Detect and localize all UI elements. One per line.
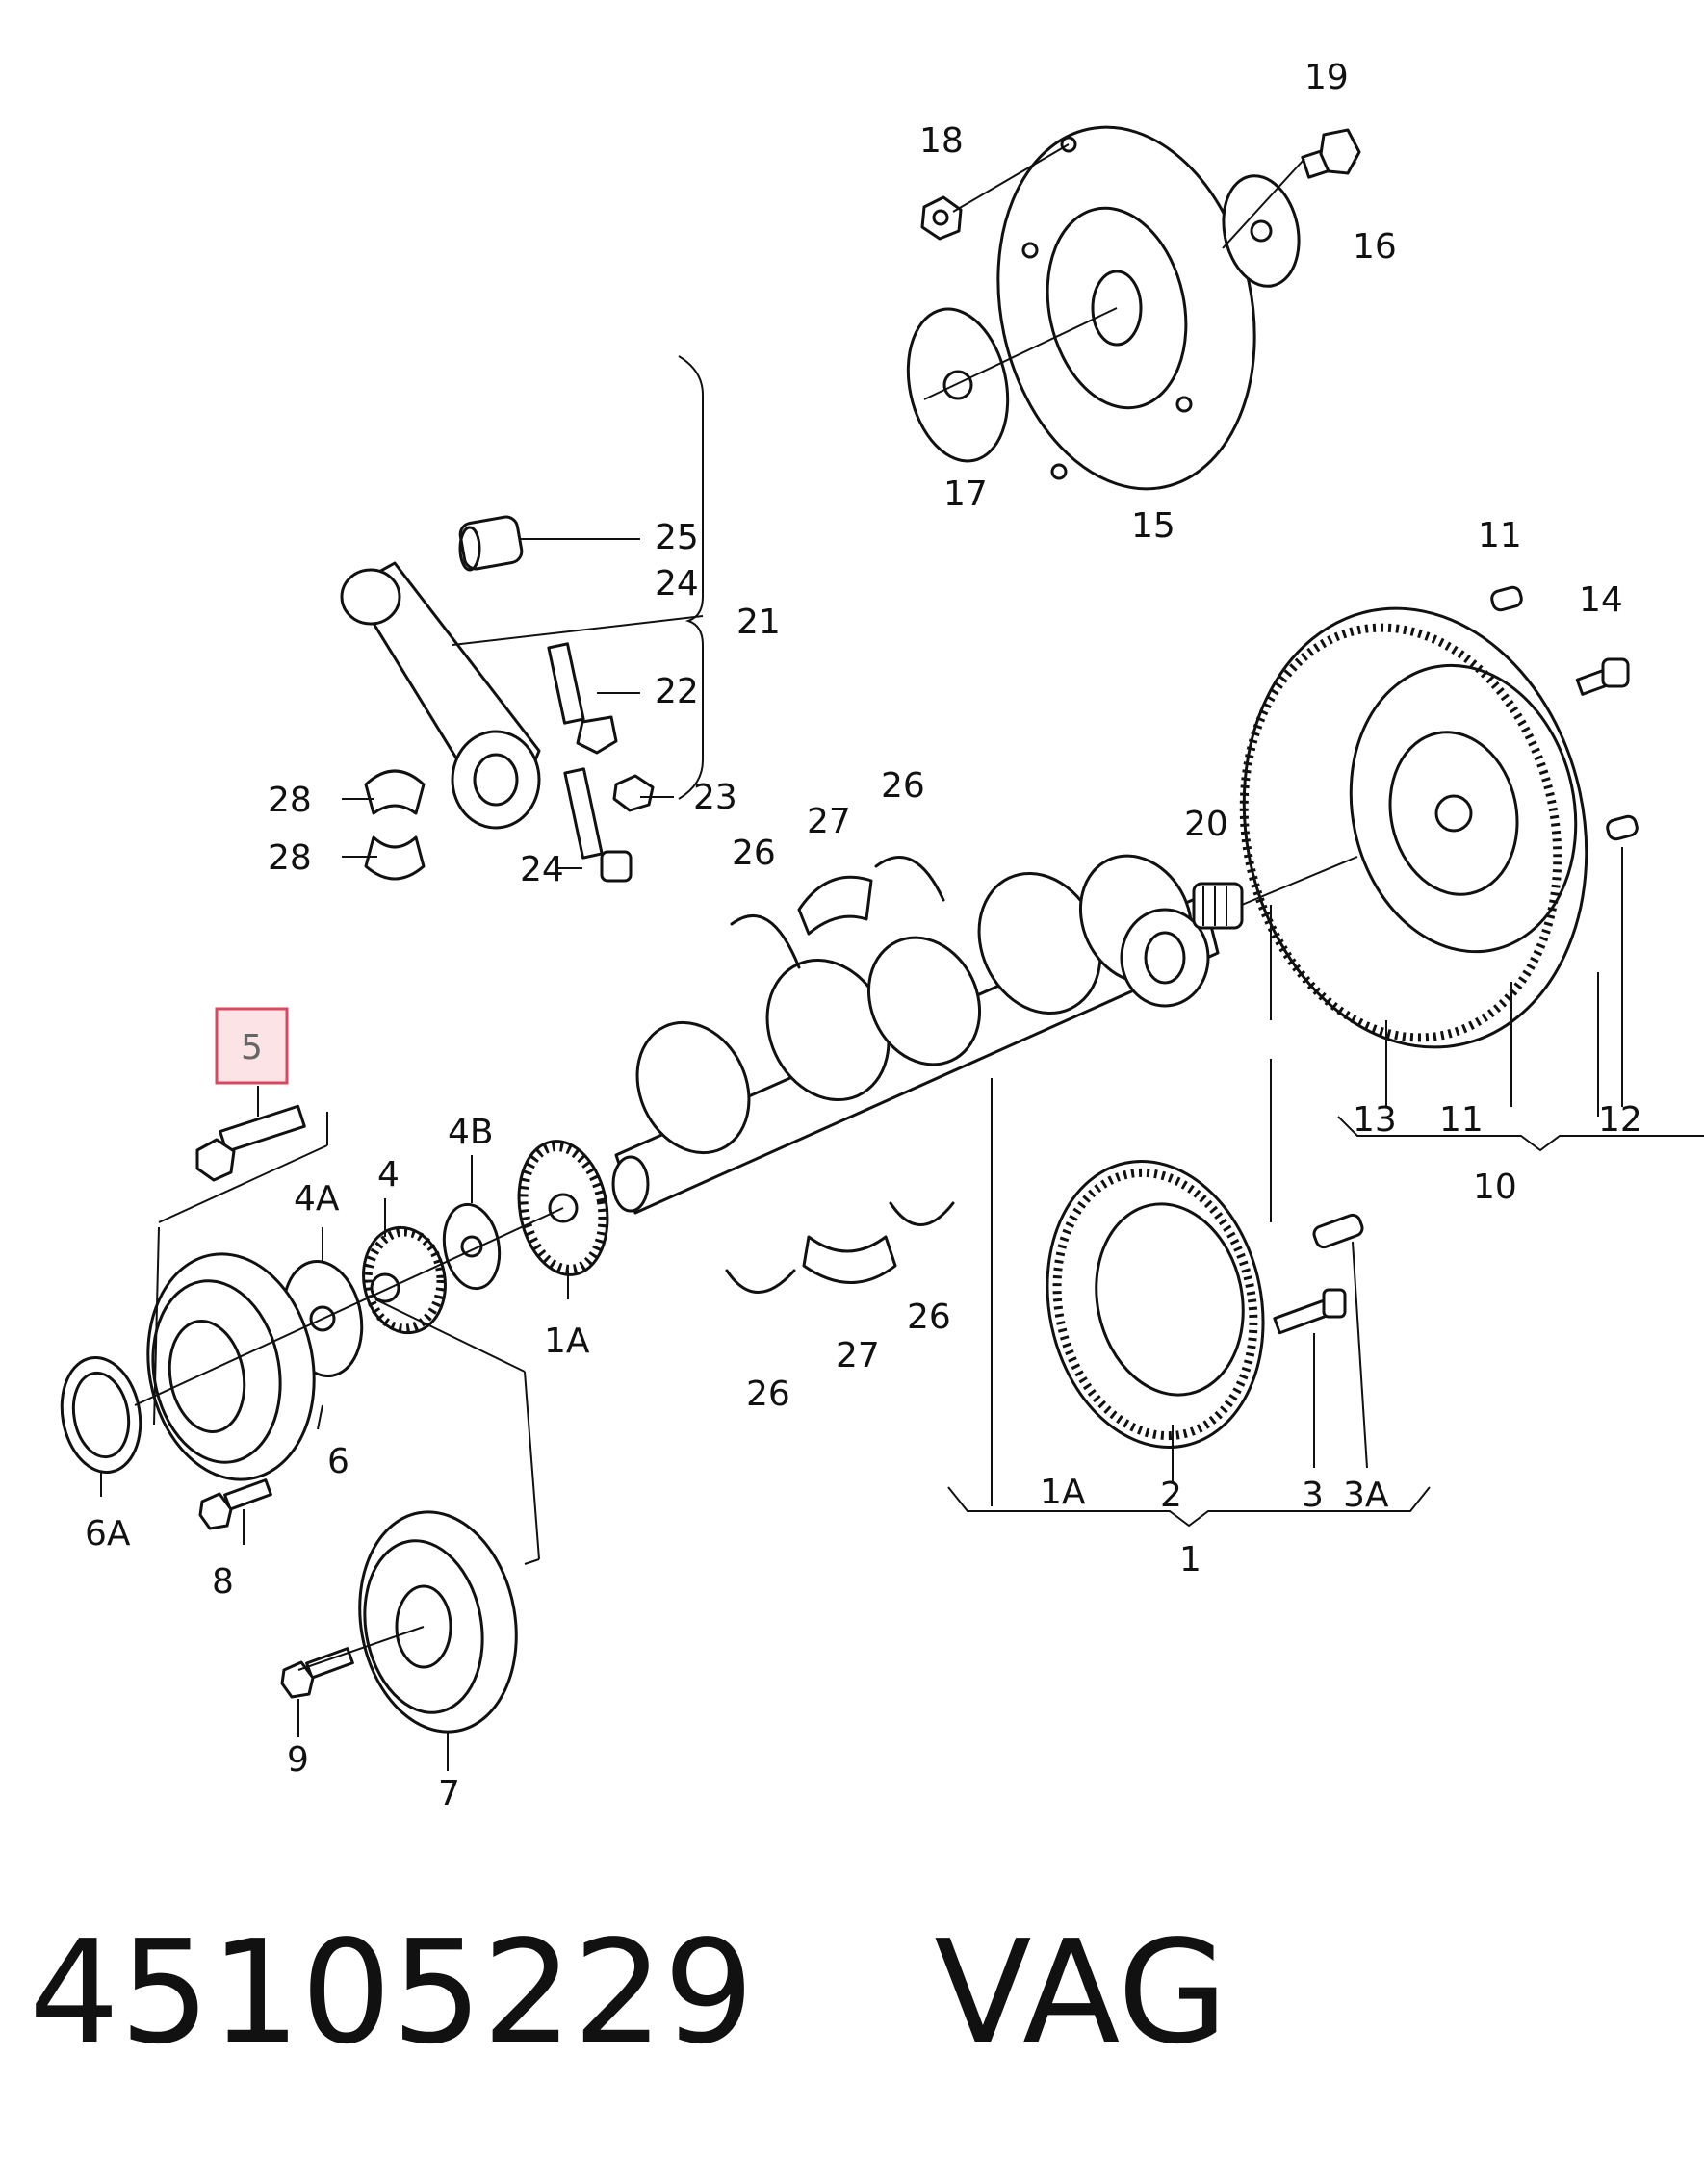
callout-13: 13 — [1353, 1100, 1397, 1140]
nut-23 — [612, 774, 655, 812]
callout-17: 17 — [943, 475, 988, 514]
nut-18 — [920, 195, 963, 241]
callout-1A: 1A — [544, 1322, 590, 1361]
brand-name: VAG — [934, 1910, 1228, 2075]
callout-26-c: 26 — [746, 1375, 790, 1414]
thrust-washer-26-a — [730, 913, 801, 969]
thrust-washer-26-d — [889, 1201, 955, 1226]
callout-9: 9 — [287, 1740, 309, 1780]
adapter-plate-16 — [1222, 174, 1301, 288]
callout-1A-bottom: 1A — [1040, 1473, 1086, 1512]
callout-19: 19 — [1304, 58, 1349, 97]
callout-3: 3 — [1302, 1476, 1324, 1515]
main-bearing-shell-27-bottom — [802, 1235, 897, 1284]
flywheel-10 — [1239, 606, 1588, 1049]
bearing-shell-28-upper — [364, 769, 426, 815]
vibration-damper-6 — [146, 1252, 316, 1481]
bolt-5 — [195, 1104, 306, 1182]
callout-3A: 3A — [1343, 1476, 1389, 1515]
callout-11-bottom: 11 — [1439, 1100, 1484, 1140]
callout-12: 12 — [1598, 1100, 1642, 1140]
callout-28-bottom: 28 — [268, 838, 312, 878]
seal-6A — [60, 1356, 142, 1474]
dowel-3A — [1312, 1213, 1364, 1249]
callout-10: 10 — [1473, 1168, 1517, 1207]
callout-18: 18 — [919, 121, 964, 161]
callout-21: 21 — [736, 603, 781, 642]
dowel-pin-11 — [1490, 585, 1523, 612]
bolt-3 — [1273, 1288, 1347, 1335]
needle-bearing-20 — [1192, 882, 1244, 930]
callout-28-top: 28 — [268, 781, 312, 820]
callout-8: 8 — [212, 1562, 234, 1602]
callout-26-b: 26 — [881, 766, 925, 806]
callout-16: 16 — [1353, 227, 1397, 267]
callout-6: 6 — [327, 1442, 349, 1481]
callout-5: 5 — [241, 1028, 263, 1067]
bolt-8 — [198, 1478, 272, 1530]
main-bearing-shell-27-top — [797, 875, 873, 936]
drive-plate-15 — [996, 125, 1256, 491]
callout-22: 22 — [655, 672, 699, 711]
callout-4B: 4B — [448, 1113, 494, 1152]
callout-27-bottom: 27 — [836, 1336, 880, 1375]
bolt-19 — [1301, 128, 1361, 179]
bolt-24 — [563, 767, 633, 883]
thrust-washer-26-c — [725, 1269, 796, 1294]
footer: 45105229 VAG — [29, 1911, 1227, 2074]
ring-gear-2 — [1046, 1160, 1265, 1449]
callout-15: 15 — [1131, 506, 1175, 546]
callout-27-top: 27 — [807, 802, 851, 841]
dowel-pin-12 — [1606, 814, 1639, 841]
callout-25: 25 — [655, 518, 699, 557]
callout-1: 1 — [1179, 1540, 1201, 1580]
callout-2: 2 — [1160, 1476, 1182, 1515]
callout-7: 7 — [438, 1774, 460, 1813]
bushing-25 — [458, 515, 524, 572]
crankshaft-1A — [611, 854, 1220, 1215]
callout-14: 14 — [1579, 580, 1623, 620]
exploded-parts-diagram: 5 19 18 16 17 15 25 24 21 22 23 28 28 24… — [60, 58, 1704, 1813]
bolt-22 — [547, 642, 618, 755]
callout-20: 20 — [1184, 805, 1228, 844]
callout-23: 23 — [693, 778, 737, 817]
pulley-7 — [358, 1510, 518, 1734]
washer-4B — [442, 1202, 502, 1291]
adapter-plate-17 — [906, 307, 1010, 463]
part-number: 45105229 — [29, 1910, 755, 2075]
callout-24-top: 24 — [655, 564, 699, 604]
highlight-box — [215, 1007, 289, 1085]
thrust-washer-26-b — [874, 856, 945, 902]
callout-4A: 4A — [294, 1179, 340, 1219]
bearing-shell-28-lower — [364, 835, 426, 881]
callout-26-a: 26 — [732, 834, 776, 873]
callout-11-top: 11 — [1478, 516, 1522, 555]
callout-4: 4 — [377, 1155, 400, 1195]
bolt-14 — [1575, 657, 1630, 696]
callout-26-d: 26 — [907, 1298, 951, 1337]
callout-24-bottom: 24 — [520, 850, 564, 889]
connecting-rod-24 — [340, 561, 541, 830]
callout-6A: 6A — [85, 1514, 131, 1554]
